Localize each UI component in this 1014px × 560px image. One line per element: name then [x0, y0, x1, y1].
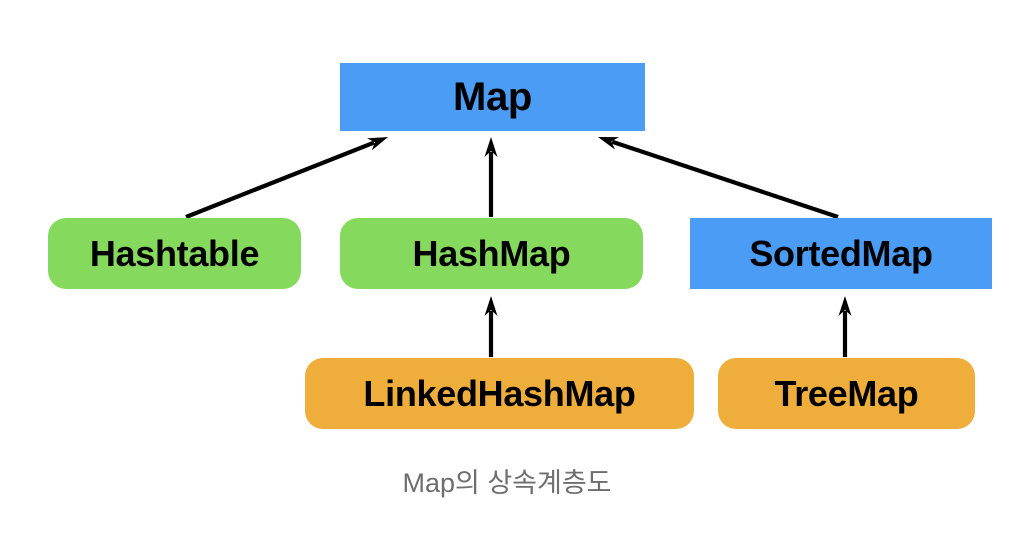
node-label-hashmap: HashMap: [412, 232, 571, 274]
arrow-hashmap-to-map: [484, 137, 498, 217]
arrow-treemap-to-sortedmap: [838, 296, 852, 357]
node-treemap[interactable]: TreeMap: [718, 358, 975, 429]
node-label-hashtable: Hashtable: [89, 232, 260, 274]
arrow-sortedmap-to-map: [598, 137, 839, 219]
arrow-linkedhashmap-to-hashmap: [484, 296, 498, 357]
diagram-caption: Map의 상속계층도: [402, 468, 612, 498]
node-label-linkedhashmap: LinkedHashMap: [363, 372, 636, 414]
node-label-treemap: TreeMap: [774, 372, 919, 414]
node-map[interactable]: Map: [340, 63, 645, 131]
node-linkedhashmap[interactable]: LinkedHashMap: [305, 358, 694, 429]
arrow-hashtable-to-map: [185, 137, 388, 219]
node-hashmap[interactable]: HashMap: [340, 218, 643, 289]
node-hashtable[interactable]: Hashtable: [48, 218, 301, 289]
node-sortedmap[interactable]: SortedMap: [690, 218, 992, 289]
node-label-sortedmap: SortedMap: [749, 232, 933, 274]
node-label-map: Map: [452, 75, 533, 119]
